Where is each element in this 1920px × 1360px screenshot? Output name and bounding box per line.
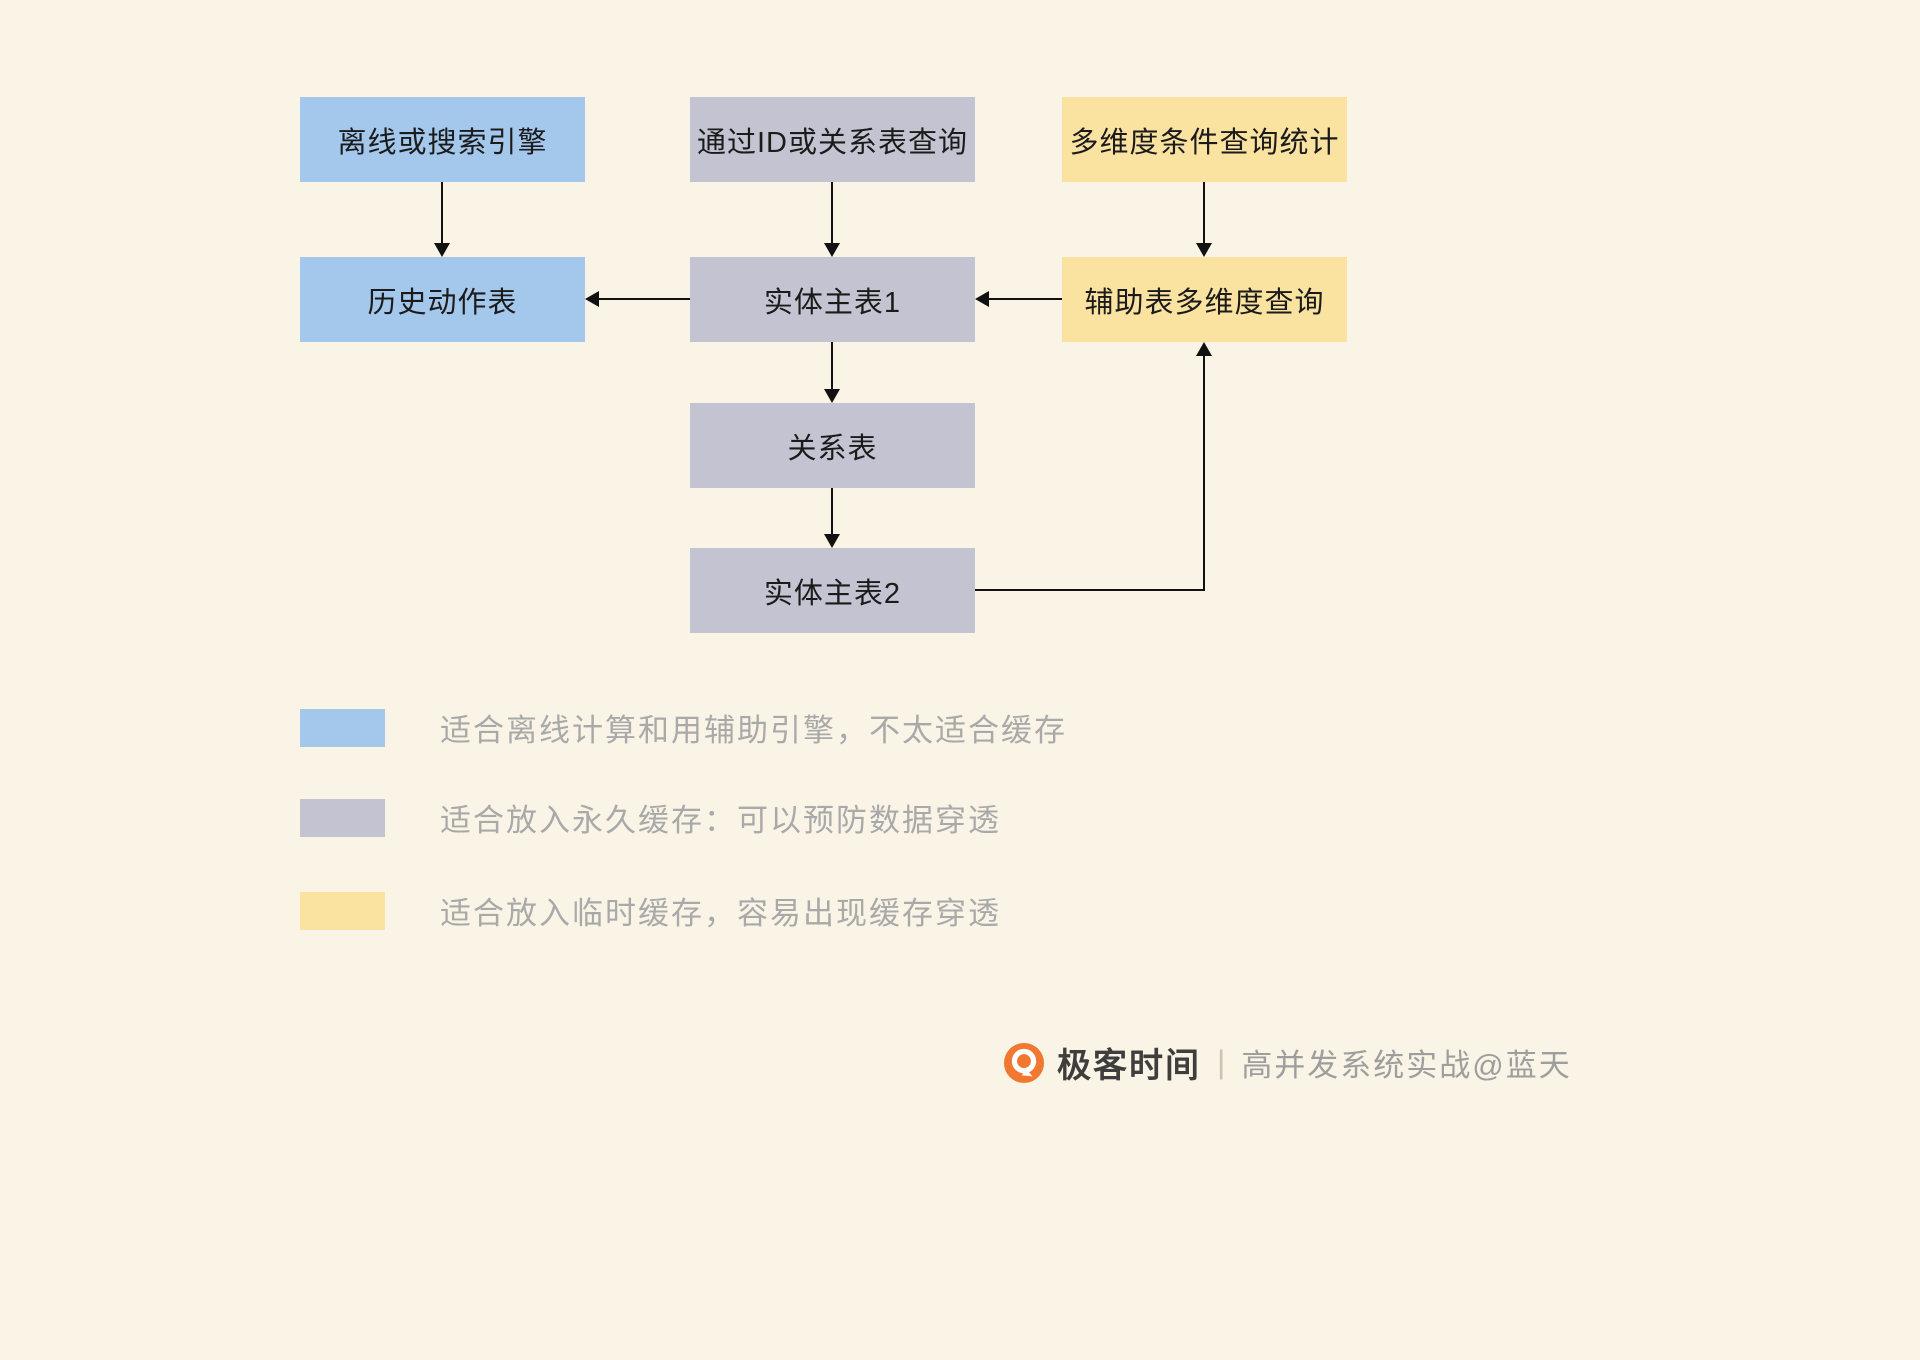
node-entity-main-table-2: 实体主表2 [690, 548, 975, 633]
arrow-head-down-icon [824, 389, 840, 403]
footer-watermark: 极客时间 | 高并发系统实战@蓝天 [1003, 1038, 1572, 1087]
legend-swatch-blue [300, 708, 385, 747]
arrow-line [831, 342, 833, 389]
arrow-head-up-icon [1196, 342, 1212, 356]
legend-swatch-yellow [300, 891, 385, 930]
node-label: 辅助表多维度查询 [1084, 286, 1325, 319]
node-history-action-table: 历史动作表 [300, 257, 585, 342]
node-relation-table: 关系表 [690, 403, 975, 488]
node-label: 多维度条件查询统计 [1069, 126, 1340, 159]
arrow-line [831, 488, 833, 534]
node-offline-or-search-engine: 离线或搜索引擎 [300, 97, 585, 182]
legend-label: 适合放入永久缓存：可以预防数据穿透 [440, 803, 1001, 838]
arrow-head-down-icon [824, 243, 840, 257]
arrow-head-left-icon [975, 291, 989, 307]
legend-label: 适合放入临时缓存，容易出现缓存穿透 [440, 896, 1001, 931]
legend-row-gray: 适合放入永久缓存：可以预防数据穿透 [300, 795, 1001, 840]
legend-row-blue: 适合离线计算和用辅助引擎，不太适合缓存 [300, 705, 1067, 750]
arrow-head-down-icon [824, 534, 840, 548]
arrow-line [831, 182, 833, 244]
node-label: 通过ID或关系表查询 [696, 126, 968, 159]
geektime-logo-icon [1003, 1042, 1045, 1083]
node-multi-dim-condition-stat: 多维度条件查询统计 [1062, 97, 1347, 182]
brand-name: 极客时间 [1057, 1047, 1201, 1085]
node-aux-table-multi-dim-query: 辅助表多维度查询 [1062, 257, 1347, 342]
footer-credit: 高并发系统实战@蓝天 [1241, 1048, 1572, 1083]
legend-swatch-gray [300, 798, 385, 837]
arrow-head-down-icon [434, 243, 450, 257]
arrow-line [441, 182, 443, 244]
node-label: 实体主表1 [763, 286, 902, 319]
node-label: 关系表 [787, 432, 878, 465]
node-label: 实体主表2 [763, 577, 902, 610]
node-entity-main-table-1: 实体主表1 [690, 257, 975, 342]
footer-separator: | [1217, 1044, 1226, 1080]
node-label: 历史动作表 [367, 286, 518, 319]
legend-row-yellow: 适合放入临时缓存，容易出现缓存穿透 [300, 888, 1001, 933]
arrow-line [1203, 182, 1205, 244]
arrow-head-down-icon [1196, 243, 1212, 257]
arrow-line [989, 298, 1062, 300]
legend-label: 适合离线计算和用辅助引擎，不太适合缓存 [440, 713, 1067, 748]
arrow-head-left-icon [585, 291, 599, 307]
arrow-line [1203, 355, 1205, 591]
node-query-by-id-or-relation: 通过ID或关系表查询 [690, 97, 975, 182]
node-label: 离线或搜索引擎 [337, 126, 548, 159]
arrow-line [599, 298, 690, 300]
arrow-line [975, 589, 1205, 591]
